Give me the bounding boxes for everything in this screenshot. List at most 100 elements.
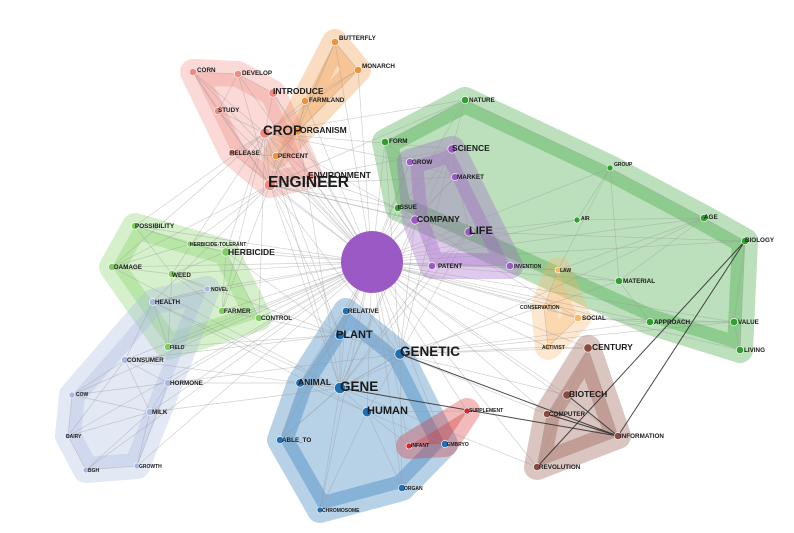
node-organ[interactable] (398, 484, 406, 492)
node-revolution[interactable] (533, 463, 541, 471)
node-air[interactable] (573, 216, 581, 224)
node-hormone[interactable] (164, 379, 172, 387)
node-patent[interactable] (428, 262, 436, 270)
node-living[interactable] (736, 346, 744, 354)
node-environment[interactable] (305, 171, 315, 181)
edge-genetic-human (366, 353, 401, 413)
node-introduce[interactable] (268, 88, 278, 98)
node-farmer[interactable] (218, 307, 226, 315)
node-embryo[interactable] (441, 440, 449, 448)
node-infant[interactable] (405, 442, 413, 450)
node-percent[interactable] (272, 152, 280, 160)
node-farmland[interactable] (301, 97, 309, 105)
edge-crop-damage (111, 132, 266, 268)
edge-group-age (609, 167, 705, 219)
edge-possibility-herbicide_tolerant (134, 225, 191, 245)
node-field[interactable] (164, 343, 172, 351)
node-information[interactable] (614, 432, 622, 440)
node-growth[interactable] (133, 462, 141, 470)
node-possibility[interactable] (131, 222, 139, 230)
edge-organism-percent (275, 130, 299, 157)
node-form[interactable] (381, 138, 389, 146)
node-novel[interactable] (203, 285, 211, 293)
node-herbicide[interactable] (221, 247, 231, 257)
node-milk[interactable] (146, 408, 154, 416)
node-engineer[interactable] (264, 179, 276, 191)
node-organism[interactable] (293, 126, 303, 136)
node-able-to[interactable] (276, 436, 284, 444)
node-activist[interactable] (544, 343, 552, 351)
node-value[interactable] (730, 318, 738, 326)
label-animal: ANIMAL (298, 377, 331, 387)
node-computer[interactable] (543, 410, 551, 418)
edge-engineer-nature (269, 99, 466, 186)
edge-release-percent (231, 152, 277, 157)
edge-hub-able_to (279, 261, 373, 441)
edge-material-approach (618, 280, 651, 323)
node-gene[interactable] (334, 382, 346, 394)
edge-crop-farmer (221, 132, 266, 312)
edge-genetic-science (399, 148, 453, 355)
node-plant[interactable] (334, 329, 346, 341)
node-market[interactable] (451, 173, 459, 181)
edge-crop-control (258, 132, 266, 319)
edge-gene-life (339, 231, 470, 389)
edge-genetic-company (399, 219, 416, 355)
node-supplement[interactable] (463, 407, 471, 415)
node-group[interactable] (606, 164, 614, 172)
node-biology[interactable] (741, 237, 749, 245)
node-consumer[interactable] (121, 356, 129, 364)
edge-consumer-dairy (67, 359, 126, 437)
node-health[interactable] (149, 298, 157, 306)
node-science[interactable] (447, 144, 457, 154)
node-monarch[interactable] (354, 66, 362, 74)
edge-gene-relative (339, 310, 347, 389)
edge-cow-hormone (71, 382, 169, 396)
node-life[interactable] (464, 227, 474, 237)
node-invention[interactable] (506, 262, 514, 270)
node-crop[interactable] (259, 127, 271, 139)
node-material[interactable] (615, 277, 623, 285)
node-conservation[interactable] (540, 303, 548, 311)
edge-social-value (577, 317, 735, 323)
node-human[interactable] (361, 406, 373, 418)
label-farmer: FARMER (224, 308, 251, 315)
cluster-purple-hull (397, 136, 523, 279)
node-law[interactable] (554, 266, 562, 274)
hub-node[interactable] (341, 231, 403, 293)
label-approach: APPROACH (654, 319, 690, 326)
edge-study-crop (217, 110, 266, 134)
node-chromosome[interactable] (316, 506, 324, 514)
node-animal[interactable] (295, 378, 305, 388)
node-release[interactable] (228, 149, 236, 157)
node-damage[interactable] (108, 263, 116, 271)
node-herbicide-tolerant[interactable] (186, 240, 194, 248)
edge-material-age (618, 217, 705, 282)
edge-plant-weed (171, 273, 341, 336)
node-grow[interactable] (406, 158, 414, 166)
node-century[interactable] (583, 343, 593, 353)
node-social[interactable] (574, 314, 582, 322)
node-corn[interactable] (189, 68, 197, 76)
node-cow[interactable] (68, 391, 76, 399)
node-control[interactable] (255, 314, 263, 322)
node-relative[interactable] (342, 307, 350, 315)
edges (67, 41, 746, 511)
label-law: LAW (560, 268, 571, 274)
node-genetic[interactable] (394, 348, 406, 360)
node-develop[interactable] (234, 70, 242, 78)
node-dairy[interactable] (64, 432, 72, 440)
label-value: VALUE (738, 319, 759, 326)
node-biotech[interactable] (562, 390, 572, 400)
node-approach[interactable] (646, 318, 654, 326)
node-age[interactable] (700, 214, 708, 222)
node-weed[interactable] (168, 270, 176, 278)
node-company[interactable] (410, 215, 420, 225)
node-butterfly[interactable] (331, 38, 339, 46)
edge-engineer-organism (269, 130, 299, 186)
node-nature[interactable] (461, 96, 469, 104)
node-study[interactable] (214, 107, 222, 115)
node-issue[interactable] (394, 204, 402, 212)
node-bgh[interactable] (82, 466, 90, 474)
